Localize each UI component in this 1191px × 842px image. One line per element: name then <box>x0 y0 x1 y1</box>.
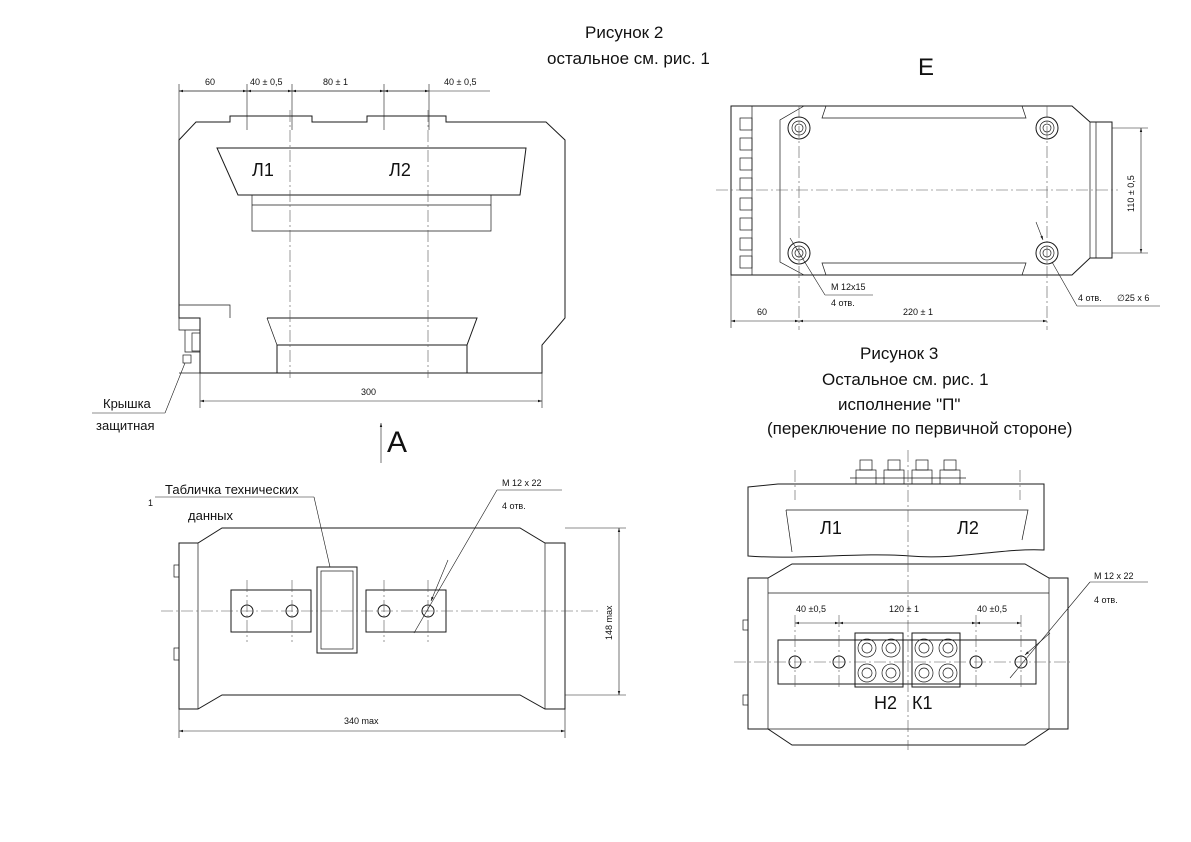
front-terminal-l2: Л2 <box>389 160 411 180</box>
front-dim-300: 300 <box>361 387 376 397</box>
fig3-dim-120: 120 ± 1 <box>889 604 919 614</box>
view-e: 110 ± 0,5 60 220 ± 1 М 12х15 4 отв. 4 от… <box>716 105 1160 330</box>
front-terminal-l1: Л1 <box>252 160 274 180</box>
view-a-dim-340: 340 max <box>344 716 379 726</box>
figure3-line4: (переключение по первичной стороне) <box>767 419 1072 438</box>
fig3-label-h2: Н2 <box>874 693 897 713</box>
fig3-bottom-view: 40 ±0,5 120 ± 1 40 ±0,5 М 12 х 22 4 отв.… <box>734 560 1148 750</box>
cover-label-line1: Крышка <box>103 396 152 411</box>
fig3-thread: М 12 х 22 <box>1094 571 1134 581</box>
fig3-dim-40a: 40 ±0,5 <box>796 604 826 614</box>
cover-label-line2: защитная <box>96 418 155 433</box>
fig3-holes: 4 отв. <box>1094 595 1118 605</box>
figure2-subtitle: остальное см. рис. 1 <box>547 49 710 68</box>
figure3-title: Рисунок 3 <box>860 344 938 363</box>
fig3-terminal-l1: Л1 <box>820 518 842 538</box>
figure3-line2: Остальное см. рис. 1 <box>822 370 989 389</box>
fig3-terminal-l2: Л2 <box>957 518 979 538</box>
figure3-line3: исполнение "П" <box>838 395 960 414</box>
view-e-thread: М 12х15 <box>831 282 866 292</box>
view-e-holes-2: 4 отв. <box>1078 293 1102 303</box>
view-a: 148 max 340 max 1 Табличка технических д… <box>148 478 626 738</box>
fig3-label-k1: К1 <box>912 693 933 713</box>
figure2-title: Рисунок 2 <box>585 23 663 42</box>
view-e-label: Е <box>918 54 934 81</box>
view-e-holes <box>787 116 1059 265</box>
view-a-dim-148: 148 max <box>604 605 614 640</box>
view-e-dim-60: 60 <box>757 307 767 317</box>
view-e-bore: ∅25 х 6 <box>1117 293 1149 303</box>
front-dim-40a: 40 ± 0,5 <box>250 77 282 87</box>
view-e-dim-220: 220 ± 1 <box>903 307 933 317</box>
fig3-dim-40b: 40 ±0,5 <box>977 604 1007 614</box>
front-dim-60: 60 <box>205 77 215 87</box>
front-dim-80: 80 ± 1 <box>323 77 348 87</box>
front-dim-40b: 40 ± 0,5 <box>444 77 476 87</box>
view-a-holes: 4 отв. <box>502 501 526 511</box>
view-e-holes-1: 4 отв. <box>831 298 855 308</box>
fig3-top-view: Л1 Л2 <box>747 450 1045 560</box>
view-a-thread: М 12 х 22 <box>502 478 542 488</box>
view-a-leader-num: 1 <box>148 498 153 508</box>
nameplate-label-2: данных <box>188 508 234 523</box>
view-a-label: А <box>387 426 407 459</box>
view-e-dim-110: 110 ± 0,5 <box>1126 175 1136 212</box>
nameplate-label-1: Табличка технических <box>165 482 299 497</box>
front-view: 60 40 ± 0,5 80 ± 1 40 ± 0,5 Л1 Л2 300 Кр… <box>92 77 566 433</box>
